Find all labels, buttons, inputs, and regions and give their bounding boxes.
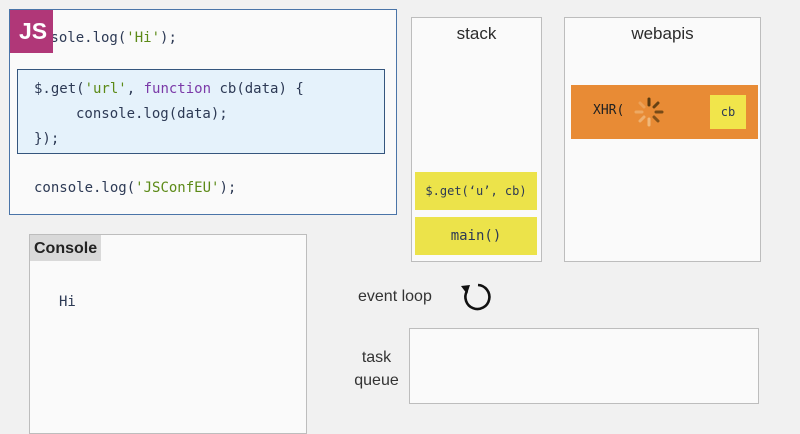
call-stack: stack $.get(‘u’, cb) main() <box>411 17 542 262</box>
webapis-title: webapis <box>631 24 694 43</box>
webapis-panel: webapis XHR( cb <box>564 17 761 262</box>
console-output: Hi <box>59 294 76 310</box>
console-title: Console <box>30 235 102 261</box>
task-queue-label: task queue <box>354 349 399 389</box>
xhr-request: XHR( cb <box>571 85 758 139</box>
callback-code-box: $.get('url', function cb(data) { console… <box>17 69 385 154</box>
loop-arrow-icon <box>461 283 491 311</box>
js-logo: JS <box>10 10 53 53</box>
callback-chip: cb <box>710 95 746 129</box>
stack-frame-get: $.get(‘u’, cb) <box>415 172 537 210</box>
stack-title: stack <box>456 24 497 43</box>
code-line-2: $.get('url', function cb(data) { <box>34 81 304 97</box>
code-panel: nsole.log('Hi'); JS $.get('url', functio… <box>9 9 397 215</box>
stack-frame-main: main() <box>415 217 537 255</box>
code-line-1: nsole.log('Hi'); <box>42 30 177 46</box>
code-line-4: }); <box>34 131 60 147</box>
code-line-3: console.log(data); <box>76 106 228 122</box>
spinner-icon <box>634 97 664 127</box>
event-loop-label: event loop <box>358 288 432 305</box>
code-line-5: console.log('JSConfEU'); <box>34 180 237 196</box>
task-queue <box>409 328 759 404</box>
console-panel: Console Hi <box>29 234 307 434</box>
xhr-label: XHR( <box>593 103 625 118</box>
